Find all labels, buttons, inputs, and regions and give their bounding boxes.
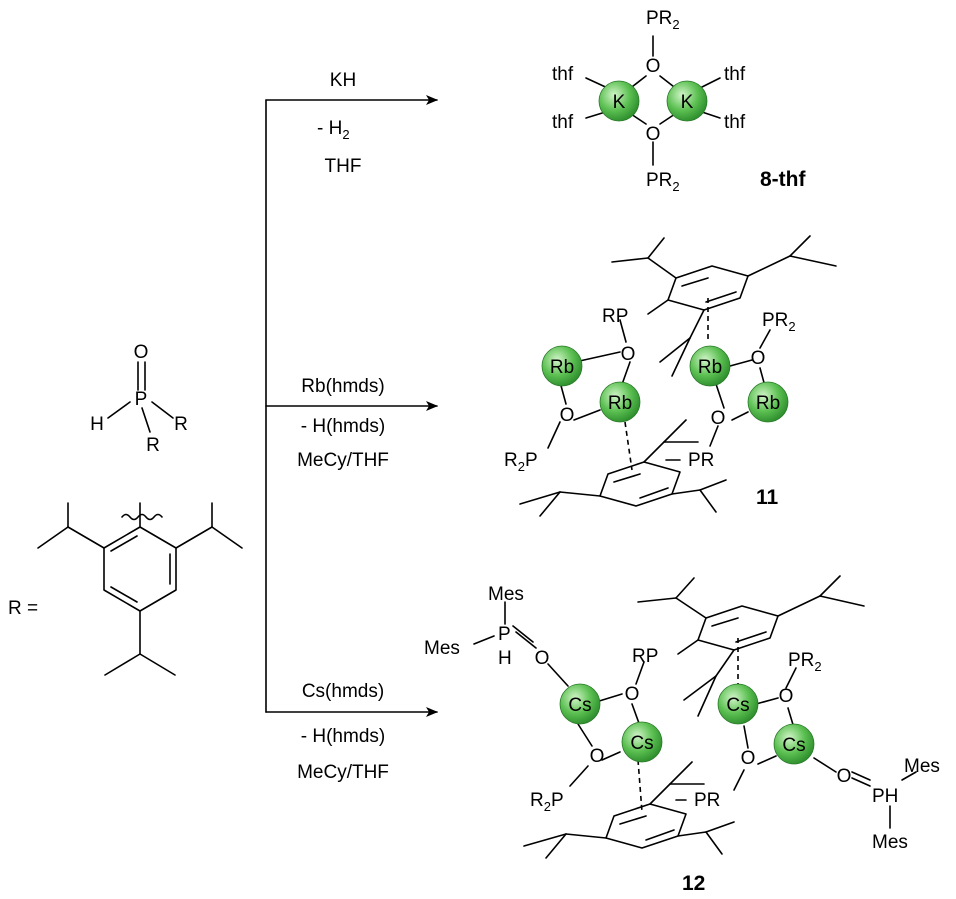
pr2-bottom: PR2 [646, 170, 680, 194]
product-11: Rb Rb Rb Rb O O O O RP PR2 R2P PR 11 [504, 235, 837, 517]
cs-sphere-1 [559, 683, 601, 725]
compound-label-11: 11 [756, 486, 779, 509]
cs-sphere-3 [717, 683, 759, 725]
pr2-top: PR2 [646, 8, 680, 32]
pr-label: PR [694, 790, 720, 811]
byproduct-h-hmds: - H(hmds) [301, 416, 385, 437]
oxygen-2: O [590, 746, 605, 767]
rb-sphere-1 [541, 345, 583, 387]
solvent-mecy-thf: MeCy/THF [297, 762, 389, 783]
cs-label-3: Cs [726, 695, 749, 716]
thf-ligand-1: thf [552, 64, 574, 85]
atom-phosphorus: P [135, 389, 148, 410]
k-sphere-2 [666, 80, 708, 122]
mes-label-2: Mes [424, 638, 460, 659]
cs-label-4: Cs [782, 735, 805, 756]
r-definition-label: R = [8, 598, 38, 619]
reactant-phosphine-oxide: O P H R R [90, 342, 188, 456]
compound-label-12: 12 [682, 872, 705, 895]
oxygen-1: O [621, 344, 636, 365]
cs-label-1: Cs [568, 695, 591, 716]
atom-hydrogen: H [90, 414, 104, 435]
rb-label-4: Rb [756, 393, 780, 414]
k-label-2: K [681, 92, 694, 113]
oxygen-4: O [741, 748, 756, 769]
rb-sphere-3 [689, 345, 731, 387]
atom-oxygen: O [134, 342, 149, 363]
aryl-substituent-structure [37, 502, 243, 676]
conditions-kh: KH - H2 THF [317, 70, 361, 177]
pr2-label: PR2 [762, 310, 796, 334]
mes-label-3: Mes [904, 756, 940, 777]
oxygen-4: O [711, 408, 726, 429]
thf-ligand-4: thf [724, 112, 746, 133]
cs-label-2: Cs [630, 733, 653, 754]
solvent-thf: THF [325, 156, 362, 177]
rb-sphere-2 [599, 381, 641, 423]
mes-label-4: Mes [872, 832, 908, 853]
p-label-upper: P [498, 624, 511, 645]
r-definition: R = [8, 502, 243, 676]
oxygen-mes-lower: O [837, 766, 852, 787]
atom-r-2: R [146, 435, 160, 456]
oxygen-3: O [751, 348, 766, 369]
byproduct-h-hmds: - H(hmds) [301, 726, 385, 747]
product-8-thf: K K O O PR2 PR2 thf thf thf thf 8-thf [552, 8, 806, 194]
rb-sphere-4 [747, 381, 789, 423]
product-12: Cs Cs Cs Cs O O O O O O Mes Mes P H RP P… [424, 575, 940, 895]
conditions-rb: Rb(hmds) - H(hmds) MeCy/THF [297, 376, 389, 471]
reagent-cs-hmds: Cs(hmds) [302, 681, 384, 702]
reaction-arrows [265, 95, 438, 717]
solvent-mecy-thf: MeCy/THF [297, 450, 389, 471]
cs-sphere-4 [773, 723, 815, 765]
r2p-label: R2P [530, 790, 564, 814]
oxygen-3: O [779, 686, 794, 707]
oxygen-mes-upper: O [535, 648, 550, 669]
oxygen-bottom: O [646, 124, 661, 145]
mes-label-1: Mes [488, 584, 524, 605]
oxygen-top: O [646, 56, 661, 77]
thf-ligand-3: thf [724, 64, 746, 85]
rb-label-3: Rb [698, 357, 722, 378]
rp-label: RP [632, 646, 658, 667]
pr-label: PR [688, 450, 714, 471]
oxygen-2: O [560, 405, 575, 426]
rb-label-2: Rb [608, 393, 632, 414]
pr2-label: PR2 [788, 650, 822, 674]
reagent-kh: KH [330, 70, 356, 91]
thf-ligand-2: thf [552, 112, 574, 133]
compound-label-8-thf: 8-thf [760, 168, 806, 191]
reagent-rb-hmds: Rb(hmds) [301, 376, 384, 397]
ph-label-lower: PH [872, 786, 898, 807]
rp-label: RP [602, 306, 628, 327]
h-label-upper: H [498, 648, 512, 669]
rb-label-1: Rb [550, 357, 574, 378]
k-sphere-1 [598, 80, 640, 122]
conditions-cs: Cs(hmds) - H(hmds) MeCy/THF [297, 681, 389, 783]
cs-sphere-2 [621, 721, 663, 763]
oxygen-1: O [625, 684, 640, 705]
atom-r-1: R [174, 414, 188, 435]
r2p-label: R2P [504, 450, 538, 474]
k-label-1: K [613, 92, 626, 113]
byproduct-h2: - H2 [317, 118, 350, 142]
